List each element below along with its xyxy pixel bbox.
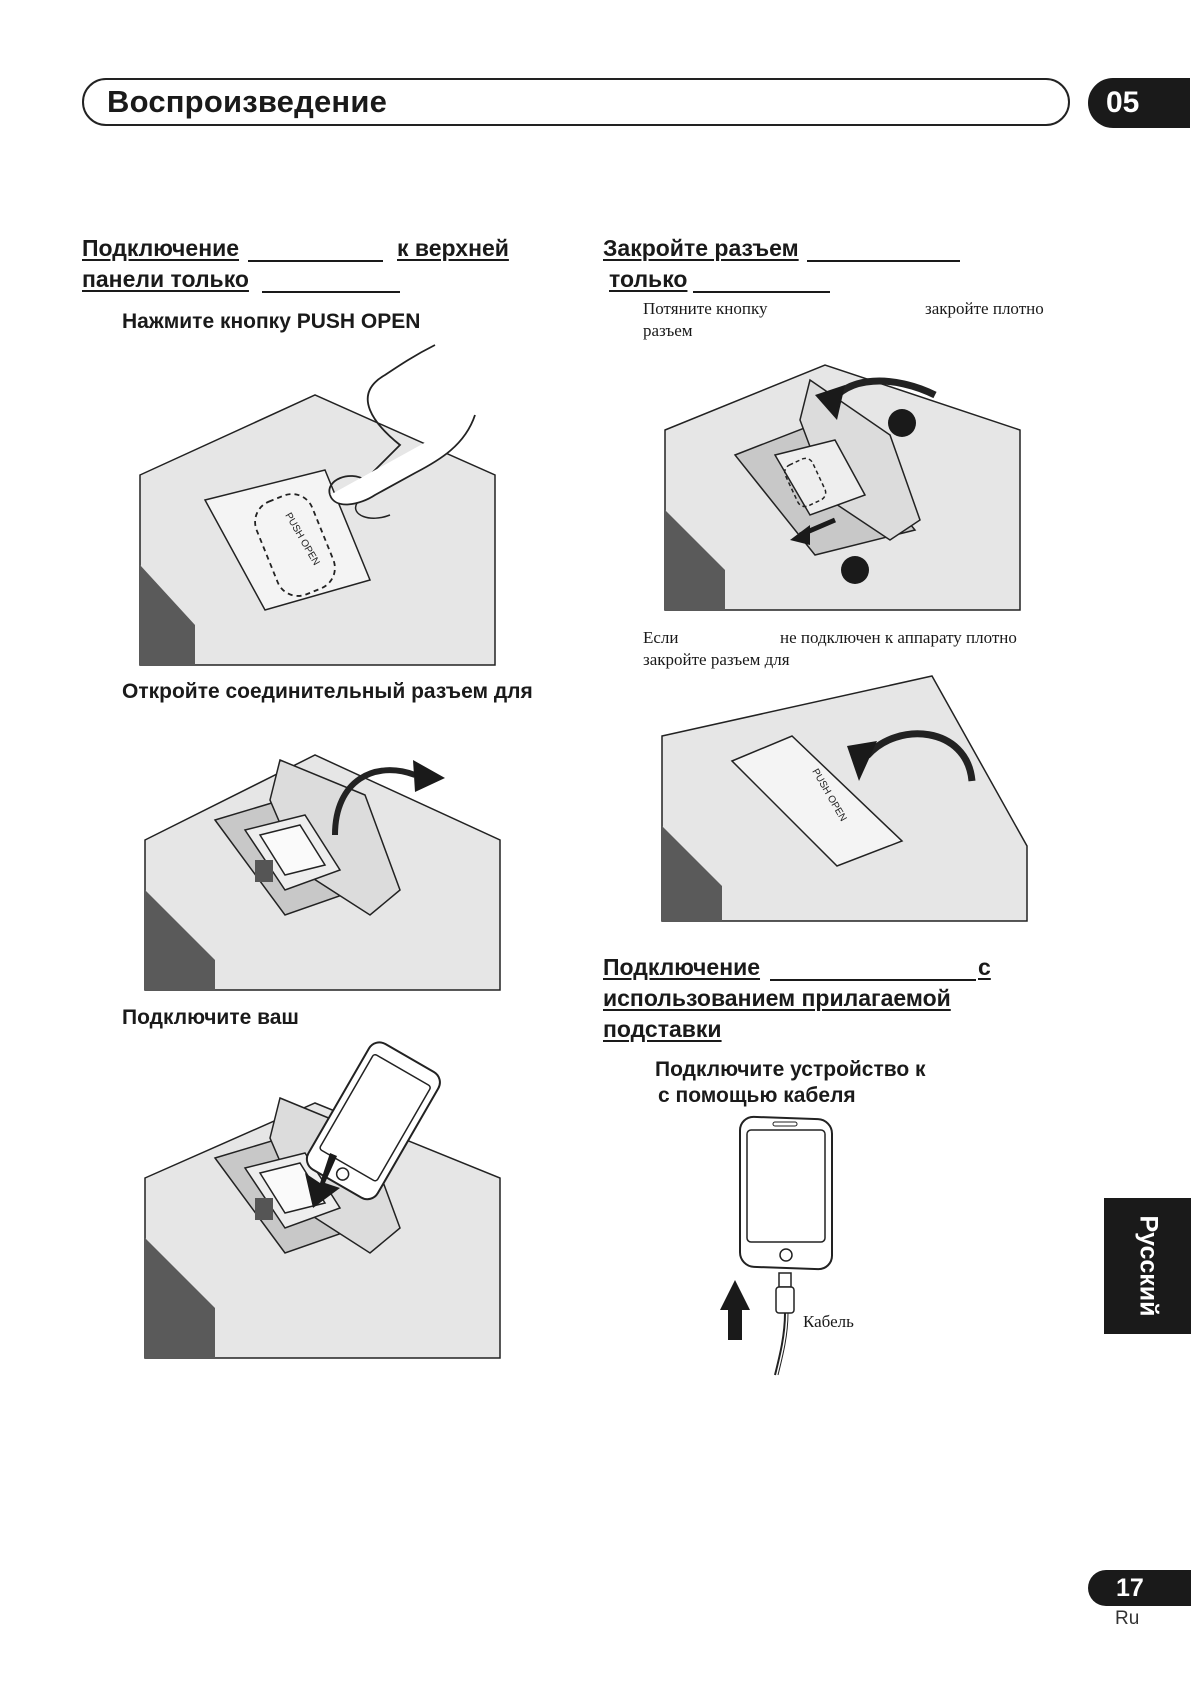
figure-device-cable bbox=[720, 1115, 833, 1376]
language-tab: Русский bbox=[1104, 1198, 1191, 1334]
step-connect-cable-line1: Подключите устройство к bbox=[655, 1058, 926, 1081]
figure-close-connector bbox=[664, 364, 1021, 611]
page-language-code: Ru bbox=[1115, 1608, 1140, 1629]
step-connect-cable-line2: с помощью кабеля bbox=[658, 1084, 856, 1107]
step-open-connector: Откройте соединительный разъем для bbox=[122, 680, 533, 703]
note-close-part1: Потяните кнопку bbox=[643, 299, 768, 318]
note-close-part3: разъем bbox=[643, 321, 693, 340]
right-section2-title-part4: подставки bbox=[603, 1016, 722, 1042]
right-section-title-part2: только bbox=[609, 266, 688, 292]
note-close-part2: закройте плотно bbox=[925, 299, 1044, 318]
left-section-title-part2: к верхней bbox=[397, 235, 509, 261]
chapter-number-badge: 05 bbox=[1088, 78, 1190, 128]
title-blank-rule bbox=[770, 979, 976, 981]
right-section2-title-part3: использованием прилагаемой bbox=[603, 985, 951, 1011]
note-if-part3: закройте разъем для bbox=[643, 650, 790, 669]
step-push-open: Нажмите кнопку PUSH OPEN bbox=[122, 310, 421, 333]
header-bar bbox=[82, 78, 1070, 126]
note-if-part2: не подключен к аппарату плотно bbox=[780, 628, 1017, 647]
title-blank-rule bbox=[248, 260, 383, 262]
title-blank-rule bbox=[807, 260, 960, 262]
figure-open-connector bbox=[144, 754, 501, 991]
page-number-badge: 17 bbox=[1088, 1570, 1191, 1606]
page-title: Воспроизведение bbox=[107, 84, 388, 119]
cable-label: Кабель bbox=[803, 1312, 854, 1331]
step-connect-device: Подключите ваш bbox=[122, 1006, 299, 1029]
left-section-title-part3: панели только bbox=[82, 266, 249, 292]
figure-closed-lid: PUSH OPEN bbox=[661, 675, 1028, 922]
figure-connect-device bbox=[144, 1041, 501, 1359]
title-blank-rule bbox=[262, 291, 400, 293]
right-section2-title-part2: с bbox=[978, 954, 991, 980]
title-blank-rule bbox=[693, 291, 830, 293]
language-tab-label: Русский bbox=[1134, 1215, 1162, 1317]
left-section-title-part1: Подключение bbox=[82, 235, 240, 261]
figure-press-push-open: PUSH OPEN bbox=[139, 344, 496, 666]
note-if-part1: Если bbox=[643, 628, 679, 647]
right-section2-title-part1: Подключение bbox=[603, 954, 761, 980]
right-section-title-part1: Закройте разъем bbox=[603, 235, 799, 261]
